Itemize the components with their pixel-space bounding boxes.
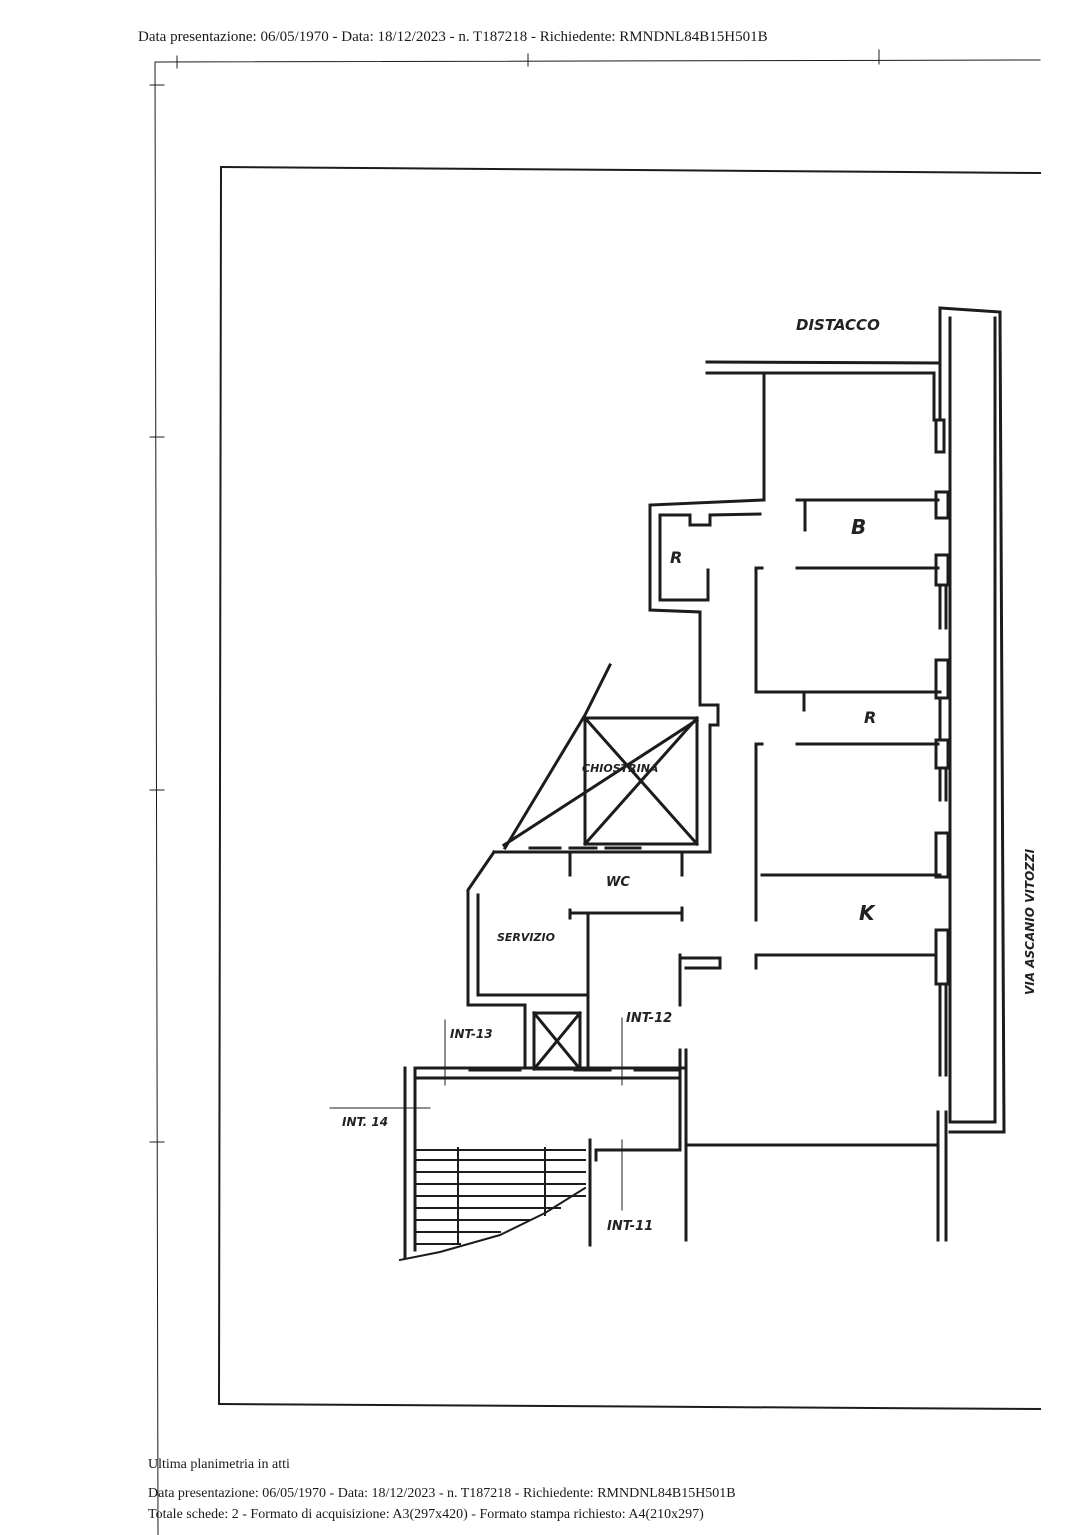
label-room-r-mid: R xyxy=(864,708,876,727)
label-int-12: INT-12 xyxy=(626,1011,672,1026)
label-int-13: INT-13 xyxy=(450,1027,493,1041)
label-room-r-top: R xyxy=(670,548,682,567)
header-info: Data presentazione: 06/05/1970 - Data: 1… xyxy=(138,29,768,45)
drawing-frame xyxy=(217,165,1042,1411)
building-walls xyxy=(398,306,1006,1262)
label-street: VIA ASCANIO VITOZZI xyxy=(1023,848,1037,995)
label-int-14: INT. 14 xyxy=(342,1115,388,1129)
footer-title: Ultima planimetria in atti xyxy=(148,1457,290,1472)
reference-leaders xyxy=(329,1017,623,1211)
label-chiostrina: CHIOSTRINA xyxy=(582,762,658,775)
label-room-b: B xyxy=(851,515,866,539)
label-wc: WC xyxy=(606,875,630,890)
label-int-11: INT-11 xyxy=(607,1219,653,1234)
label-room-k: K xyxy=(859,901,876,925)
label-distacco: DISTACCO xyxy=(796,316,880,334)
footer-line-1: Data presentazione: 06/05/1970 - Data: 1… xyxy=(148,1486,736,1501)
scan-margin-lines xyxy=(149,49,1041,1535)
footer-line-2: Totale schede: 2 - Formato di acquisizio… xyxy=(148,1507,704,1522)
label-servizio: SERVIZIO xyxy=(497,931,555,944)
